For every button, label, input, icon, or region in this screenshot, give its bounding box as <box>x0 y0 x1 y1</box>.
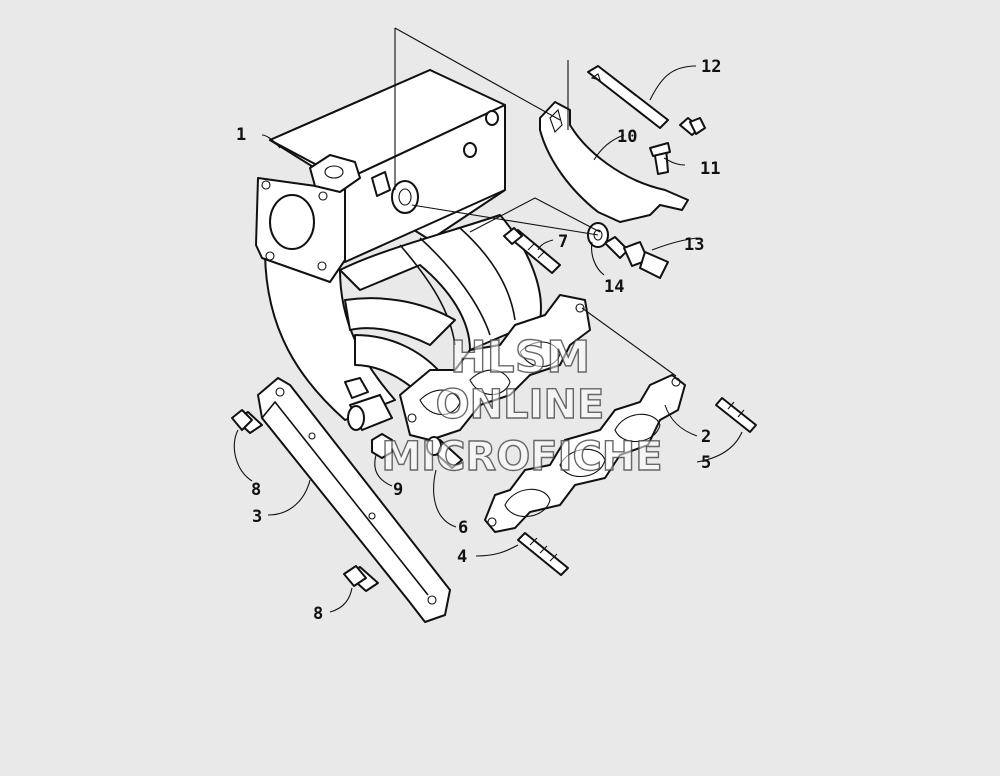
callout-5: 5 <box>701 453 711 473</box>
part-12-strap <box>587 65 669 129</box>
part-11-bolt-b <box>649 142 671 175</box>
callout-10: 10 <box>617 127 637 147</box>
callout-12: 12 <box>701 57 721 77</box>
part-8-bolt-lower <box>343 565 379 592</box>
part-5-stud <box>715 397 757 433</box>
callout-1: 1 <box>236 125 246 145</box>
part-3-bracket <box>257 377 451 623</box>
part-9-nut <box>371 433 393 459</box>
watermark-line-3: MICROFICHE <box>381 434 662 480</box>
callout-4: 4 <box>457 547 467 567</box>
watermark-line-1: HLSM <box>450 332 590 383</box>
part-6-bolt <box>426 436 463 469</box>
callout-13: 13 <box>684 235 704 255</box>
watermark: HLSM ONLINE MICROFICHE <box>381 331 664 480</box>
callout-2: 2 <box>701 427 711 447</box>
callout-14: 14 <box>604 277 624 297</box>
part-13-sensor <box>604 236 669 279</box>
part-4-stud <box>517 532 569 576</box>
manifold-flange <box>344 294 591 441</box>
part-7-bolt <box>503 227 561 274</box>
callout-8-upper: 8 <box>251 480 261 500</box>
callout-7: 7 <box>558 232 568 252</box>
callout-3: 3 <box>252 507 262 527</box>
part-8-bolt-upper <box>231 409 263 434</box>
callout-8-lower: 8 <box>313 604 323 624</box>
watermark-line-2: ONLINE <box>436 382 605 428</box>
callout-6: 6 <box>458 518 468 538</box>
part-2-gasket <box>484 374 686 533</box>
callout-11: 11 <box>700 159 720 179</box>
leader-lines <box>233 27 743 613</box>
callout-9: 9 <box>393 480 403 500</box>
part-1-housing <box>255 69 542 421</box>
part-11-bolt-a <box>679 117 706 136</box>
part-10-bracket <box>539 101 689 223</box>
